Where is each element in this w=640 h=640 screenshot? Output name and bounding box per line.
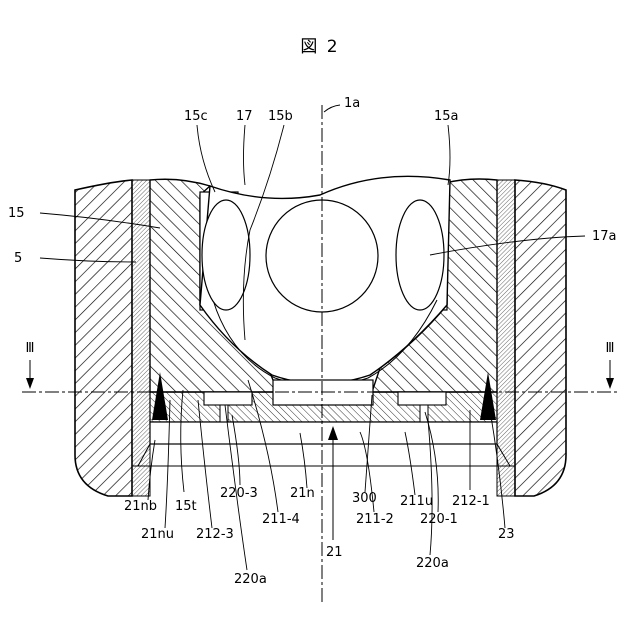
ball-hollow-left [202, 200, 250, 310]
label-17: 17 [236, 109, 253, 124]
label-300: 300 [352, 491, 377, 506]
label-5: 5 [14, 251, 22, 266]
outer-housing-right [515, 180, 566, 496]
label-211u: 211u [400, 494, 433, 509]
label-23: 23 [498, 527, 515, 542]
label-21nu: 21nu [141, 527, 174, 542]
label-15c: 15c [184, 109, 208, 124]
section-arrowhead-left [26, 378, 34, 389]
section-arrowhead-right [606, 378, 614, 389]
label-212-3: 212-3 [196, 527, 234, 542]
section-mark-right: Ⅲ [606, 341, 615, 356]
label-220a-right: 220a [416, 556, 449, 571]
ball-hollow-right [396, 200, 444, 310]
label-15: 15 [8, 206, 25, 221]
label-21: 21 [326, 545, 343, 560]
label-21n: 21n [290, 486, 315, 501]
label-15a: 15a [434, 109, 459, 124]
label-220a-left: 220a [234, 572, 267, 587]
sensor-220-1 [398, 392, 446, 405]
label-211-4: 211-4 [262, 512, 300, 527]
label-axis-1a: 1a [344, 96, 360, 111]
label-220-3: 220-3 [220, 486, 258, 501]
label-211-2: 211-2 [356, 512, 394, 527]
section-mark-left: Ⅲ [26, 341, 35, 356]
board-bottom-taper [138, 444, 510, 466]
label-17a: 17a [592, 229, 617, 244]
figure-title: 図 2 [300, 37, 339, 57]
label-15b: 15b [268, 109, 293, 124]
label-21nb: 21nb [124, 499, 157, 514]
label-220-1: 220-1 [420, 512, 458, 527]
outer-housing-left [75, 180, 132, 496]
sensor-220-3 [204, 392, 252, 405]
label-212-1: 212-1 [452, 494, 490, 509]
label-15t: 15t [175, 499, 197, 514]
